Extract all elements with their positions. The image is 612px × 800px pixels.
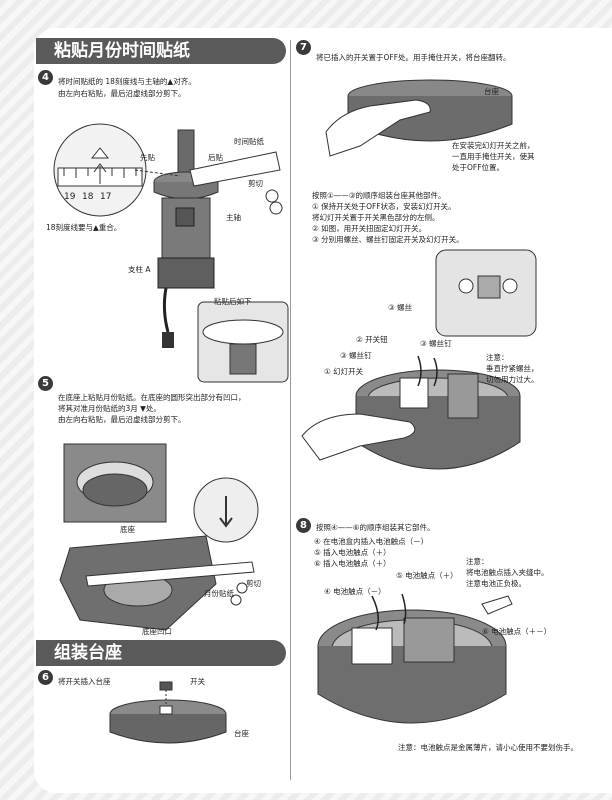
cut-label-2: 剪切: [246, 579, 261, 588]
step-8-line-2: ⑤ 插入电池触点（＋）: [314, 548, 391, 557]
step-4-illustration: [53, 123, 289, 383]
step-8-illustration: [317, 593, 513, 724]
step-7-illustration: [325, 79, 513, 157]
step-7-caution-1: 注意：: [486, 353, 509, 362]
step-8-caution-1: 注意：: [466, 557, 489, 566]
step-4-line-1: 将时间贴纸的 18刻度线与主轴的▲对齐。: [58, 77, 196, 86]
step-7-order-3: 将幻灯开关置于开关黑色部分的左侧。: [312, 213, 440, 222]
step-7-note-2: 一直用手掩住开关，使其: [452, 152, 535, 161]
step-6-illustration: [109, 681, 227, 744]
step-5-illustration: [59, 443, 259, 631]
section-title-assembly: 组装台座: [36, 640, 286, 666]
after-label: 粘贴后如下: [214, 297, 252, 306]
step-7-order-4: ② 如图，用开关扭固定幻灯开关。: [312, 224, 427, 233]
step-7-number: 7: [296, 40, 311, 55]
time-sticker-label: 时间贴纸: [234, 137, 264, 146]
step-7-order-5: ③ 分别用螺丝、螺丝钉固定开关及幻灯开关。: [312, 235, 464, 244]
switch-knob-label: ② 开关钮: [356, 335, 388, 344]
step-7-order-2: ① 保持开关处于OFF状态，安装幻灯开关。: [312, 202, 456, 211]
step-7-line-1: 将已插入的开关置于OFF处。用手掩住开关，将台座翻转。: [316, 53, 511, 62]
support-label: 支柱 A: [128, 265, 151, 274]
column-divider: [290, 40, 291, 780]
contact-6-label: ⑥ 电池触点（＋－）: [482, 627, 552, 636]
scale-19: 19: [64, 192, 76, 202]
step-7-assembly-illustration: [301, 249, 537, 470]
step-7-note-3: 处于OFF位置。: [452, 163, 505, 172]
screw-label: ③ 螺丝: [388, 303, 413, 312]
step-4-line-2: 由左向右粘贴，最后沿虚线部分剪下。: [58, 89, 186, 98]
step-8-caution-3: 注意电池正负极。: [466, 579, 526, 588]
shaft-label: 主轴: [226, 213, 241, 222]
step-8-line-1: ④ 在电池盒内插入电池触点（－）: [314, 537, 429, 546]
contact-4-label: ④ 电池触点（－）: [324, 587, 386, 596]
step-8-number: 8: [296, 518, 311, 533]
base-label: 底座: [120, 525, 135, 534]
step-5-line-3: 由左向右粘贴，最后沿虚线部分剪下。: [58, 415, 186, 424]
step-5-line-2: 将其对准月份贴纸的3月 ▼处。: [58, 404, 161, 413]
pedestal-label-7: 台座: [484, 87, 499, 96]
scale-17: 17: [100, 192, 112, 202]
step-7-order-1: 按照①——③的顺序组装台座其他部件。: [312, 191, 446, 200]
step-4-number: 4: [38, 70, 53, 85]
scale-18: 18: [82, 192, 94, 202]
step-7-caution-2: 垂直拧紧螺丝，: [486, 364, 539, 373]
step-8-caution-2: 将电池触点插入夹缝中。: [466, 568, 549, 577]
screw-nail-left-label: ③ 螺丝钉: [340, 351, 372, 360]
cut-label-1: 剪切: [248, 179, 263, 188]
step-7-caution-3: 切勿用力过大。: [486, 375, 539, 384]
front-label: 先贴: [140, 153, 155, 162]
month-sticker-label: 月份贴纸: [204, 589, 234, 598]
slide-switch-label: ① 幻灯开关: [324, 367, 364, 376]
step-8-line-3: ⑥ 插入电池触点（＋）: [314, 559, 391, 568]
contact-5-label: ⑤ 电池触点（＋）: [396, 571, 458, 580]
step-8-bottom-note: 注意：电池触点是金属薄片，请小心使用不要划伤手。: [398, 743, 578, 752]
notch-label: 底座凹口: [142, 627, 172, 636]
section-title-sticker: 粘贴月份时间贴纸: [36, 38, 286, 64]
step-6-number: 6: [38, 670, 53, 685]
switch-label: 开关: [190, 677, 205, 686]
step-8-intro: 按照④——⑥的顺序组装其它部件。: [316, 523, 435, 532]
step-7-note-1: 在安装完幻灯开关之前，: [452, 141, 535, 150]
step-5-line-1: 在底座上粘贴月份贴纸。在底座的圆形突出部分有凹口，: [58, 393, 246, 402]
screw-nail-right-label: ③ 螺丝钉: [420, 339, 452, 348]
step-5-number: 5: [38, 376, 53, 391]
align-label: 18刻度线要与▲重合。: [46, 223, 122, 232]
back-label: 后贴: [208, 153, 223, 162]
step-6-line-1: 将开关插入台座: [58, 677, 111, 686]
pedestal-label-6: 台座: [234, 729, 249, 738]
